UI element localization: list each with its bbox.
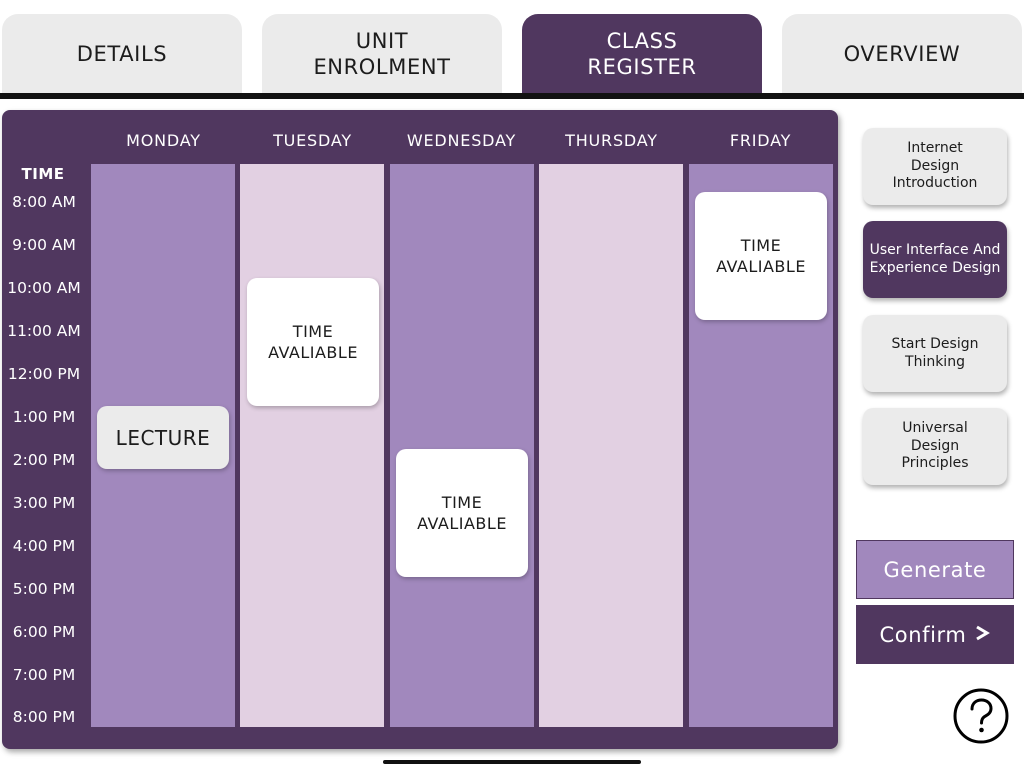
unit-internet-design-introduction[interactable]: Internet Design Introduction [863, 128, 1007, 205]
time-label: 11:00 AM [7, 322, 81, 340]
tab-details-label: DETAILS [76, 42, 168, 66]
tab-details[interactable]: DETAILS [2, 14, 242, 94]
unit-label: Universal Design Principles [901, 420, 969, 472]
lecture-slot-label: LECTURE [115, 425, 211, 450]
tab-overview-label: OVERVIEW [843, 42, 961, 66]
time-label: 6:00 PM [12, 623, 76, 641]
available-slot-label: TIME AVALIABLE [268, 322, 358, 362]
unit-start-design-thinking[interactable]: Start Design Thinking [863, 315, 1007, 392]
time-label: 2:00 PM [12, 451, 76, 469]
tab-unit-enrolment-label: UNIT ENROLMENT [313, 29, 451, 79]
time-label: 3:00 PM [12, 494, 76, 512]
unit-label: Internet Design Introduction [892, 140, 978, 192]
day-column-monday: LECTURE [91, 164, 235, 727]
generate-button[interactable]: Generate [856, 540, 1014, 599]
tab-class-register-label: CLASS REGISTER [587, 29, 697, 79]
day-header-monday: MONDAY [126, 131, 201, 150]
time-label: 7:00 PM [12, 666, 76, 684]
time-label: 12:00 PM [7, 365, 81, 383]
available-slot[interactable]: TIME AVALIABLE [695, 192, 827, 320]
confirm-button-label: Confirm [879, 622, 967, 647]
help-button[interactable] [953, 688, 1009, 748]
day-header-tuesday: TUESDAY [273, 131, 352, 150]
unit-universal-design-principles[interactable]: Universal Design Principles [863, 408, 1007, 485]
tab-unit-enrolment[interactable]: UNIT ENROLMENT [262, 14, 502, 94]
day-column-friday: TIME AVALIABLE [689, 164, 833, 727]
home-indicator[interactable] [383, 760, 641, 764]
time-label: 5:00 PM [12, 580, 76, 598]
class-timetable: MONDAY TUESDAY WEDNESDAY THURSDAY FRIDAY… [2, 110, 838, 749]
tab-overview[interactable]: OVERVIEW [782, 14, 1022, 94]
tab-divider [0, 93, 1024, 99]
day-header-wednesday: WEDNESDAY [406, 131, 517, 150]
time-label: 9:00 AM [12, 236, 76, 254]
available-slot-label: TIME AVALIABLE [417, 493, 507, 533]
day-header-thursday: THURSDAY [565, 131, 658, 150]
time-label: 4:00 PM [12, 537, 76, 555]
time-label: 10:00 AM [7, 279, 81, 297]
unit-label: User Interface And Experience Design [869, 242, 1001, 276]
time-column-heading: TIME [21, 165, 65, 183]
day-column-tuesday: TIME AVALIABLE [240, 164, 384, 727]
time-label: 8:00 AM [12, 193, 76, 211]
day-column-thursday [539, 164, 683, 727]
available-slot[interactable]: TIME AVALIABLE [396, 449, 528, 577]
unit-user-interface-experience-design[interactable]: User Interface And Experience Design [863, 221, 1007, 298]
unit-label: Start Design Thinking [891, 336, 979, 370]
help-icon [953, 688, 1009, 748]
available-slot[interactable]: TIME AVALIABLE [247, 278, 379, 406]
day-column-wednesday: TIME AVALIABLE [390, 164, 534, 727]
lecture-slot[interactable]: LECTURE [97, 406, 229, 469]
tab-class-register[interactable]: CLASS REGISTER [522, 14, 762, 94]
time-label: 1:00 PM [12, 408, 76, 426]
day-header-friday: FRIDAY [729, 131, 792, 150]
time-label: 8:00 PM [12, 708, 76, 726]
available-slot-label: TIME AVALIABLE [716, 236, 806, 276]
chevron-right-icon [974, 622, 991, 647]
generate-button-label: Generate [883, 557, 987, 582]
confirm-button[interactable]: Confirm [856, 605, 1014, 664]
